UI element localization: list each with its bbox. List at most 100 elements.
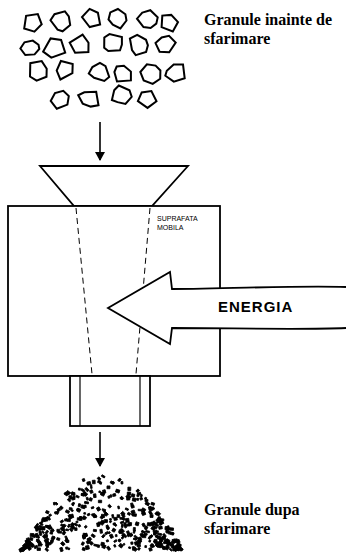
fine-granule (72, 502, 75, 505)
fine-granule (169, 548, 172, 551)
granules-after (19, 475, 183, 552)
fine-granule (145, 546, 147, 548)
fine-granule (132, 498, 136, 502)
fine-granule (51, 540, 54, 542)
fine-granule (65, 539, 69, 543)
granule (89, 63, 109, 81)
fine-granule (149, 507, 153, 511)
granule (165, 64, 184, 81)
fine-granule (25, 545, 27, 547)
fine-granule (173, 548, 175, 551)
fine-granule (175, 540, 178, 543)
fine-granule (62, 531, 66, 535)
fine-granule (34, 526, 37, 529)
fine-granule (82, 547, 86, 550)
fine-granule (45, 534, 47, 537)
fine-granule (109, 534, 113, 538)
granule (109, 9, 127, 28)
fine-granule (162, 536, 165, 540)
fine-granule (46, 511, 50, 514)
fine-granule (167, 526, 170, 530)
fine-granule (161, 546, 165, 550)
output-label: Granule dupa sfarimare (204, 500, 354, 538)
fine-granule (127, 492, 130, 495)
fine-granule (71, 525, 73, 528)
fine-granule (65, 510, 69, 514)
fine-granule (45, 548, 49, 552)
fine-granule (66, 490, 71, 495)
fine-granule (57, 538, 60, 541)
fine-granule (120, 521, 124, 524)
fine-granule (98, 500, 101, 503)
outlet-pipe (70, 376, 150, 426)
fine-granule (30, 538, 33, 541)
fine-granule (117, 515, 120, 518)
fine-granule (100, 521, 105, 526)
fine-granule (74, 523, 78, 526)
crushing-surface (76, 208, 92, 374)
granule (43, 38, 65, 57)
fine-granule (60, 520, 64, 523)
fine-granule (154, 539, 157, 543)
fine-granule (123, 534, 127, 538)
granule (70, 35, 89, 53)
fine-granule (69, 508, 72, 510)
fine-granule (71, 503, 74, 506)
surface-label: SUPRAFATA MOBILA (157, 214, 215, 232)
fine-granule (101, 475, 105, 478)
fine-granule (143, 510, 145, 512)
fine-granule (67, 524, 70, 527)
fine-granule (90, 490, 94, 494)
fine-granule (108, 496, 110, 498)
fine-granule (59, 506, 63, 510)
fine-granule (84, 513, 86, 515)
fine-granule (33, 535, 36, 538)
fine-granule (82, 534, 86, 539)
fine-granule (83, 536, 86, 539)
fine-granule (82, 536, 85, 540)
fine-granule (153, 540, 157, 544)
fine-granule (128, 522, 132, 525)
fine-granule (100, 515, 104, 519)
fine-granule (92, 480, 95, 484)
fine-granule (145, 502, 150, 506)
fine-granule (149, 522, 153, 525)
granule (114, 66, 130, 82)
fine-granule (85, 487, 89, 491)
granule (51, 91, 69, 109)
fine-granule (41, 531, 44, 534)
fine-granule (39, 532, 42, 536)
fine-granule (118, 539, 120, 541)
fine-granule (123, 543, 125, 545)
fine-granule (112, 528, 116, 532)
fine-granule (97, 523, 100, 527)
granule (137, 10, 158, 28)
fine-granule (121, 481, 123, 484)
granule (162, 15, 178, 32)
fine-granule (69, 496, 72, 500)
fine-granule (49, 514, 52, 517)
fine-granule (87, 482, 91, 486)
fine-granule (89, 498, 92, 502)
fine-granule (155, 544, 158, 547)
fine-granule (151, 526, 156, 530)
fine-granule (38, 543, 42, 547)
fine-granule (102, 534, 106, 538)
fine-granule (156, 511, 161, 516)
fine-granule (131, 514, 133, 516)
fine-granule (84, 525, 87, 528)
fine-granule (151, 502, 155, 505)
fine-granule (107, 486, 110, 489)
granule (57, 61, 73, 80)
fine-granule (82, 517, 85, 520)
fine-granule (118, 539, 121, 542)
fine-granule (132, 547, 134, 551)
fine-granule (115, 535, 117, 537)
fine-granule (151, 544, 153, 546)
fine-granule (120, 497, 123, 500)
fine-granule (19, 548, 23, 552)
fine-granule (76, 495, 80, 498)
fine-granule (127, 512, 130, 515)
fine-granule (106, 540, 108, 542)
fine-granule (69, 518, 71, 521)
